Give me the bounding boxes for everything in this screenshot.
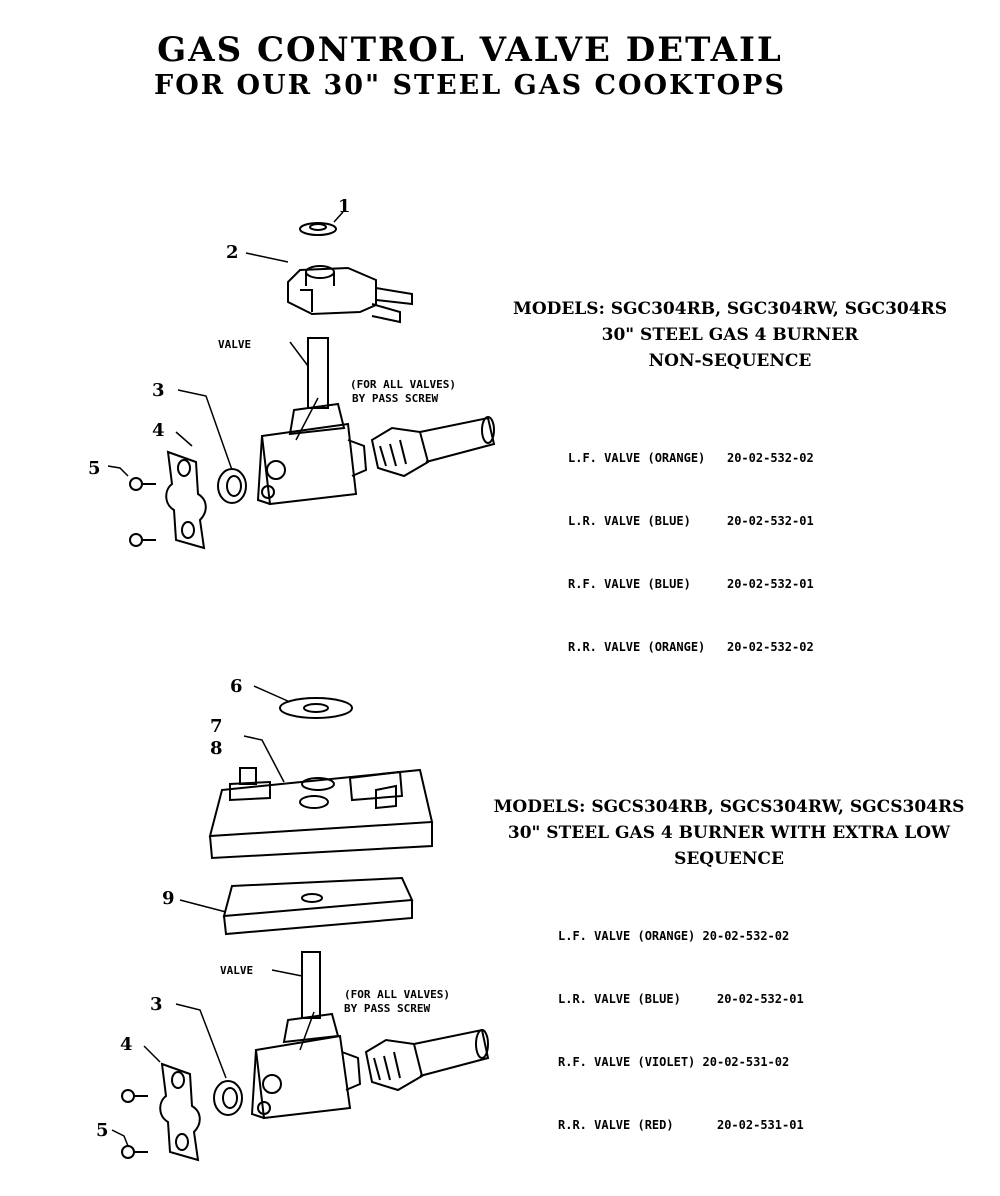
model-desc-2: 30" STEEL GAS 4 BURNER WITH EXTRA LOW bbox=[507, 823, 951, 843]
callout-7: 7 bbox=[210, 716, 223, 737]
valve-row: R.F. VALVE (VIOLET) 20-02-531-02 bbox=[558, 1055, 790, 1069]
valve-row: L.F. VALVE (ORANGE) 20-02-532-02 bbox=[568, 451, 814, 465]
valve-body-1 bbox=[256, 337, 496, 506]
bypass-label-1b: BY PASS SCREW bbox=[352, 392, 439, 405]
model-list-1: MODELS: SGC304RB, SGC304RW, SGC304RS bbox=[513, 299, 947, 319]
page-subtitle: FOR OUR 30" STEEL GAS COOKTOPS bbox=[154, 70, 786, 101]
part-2-switch bbox=[287, 265, 413, 324]
valve-row: L.F. VALVE (ORANGE) 20-02-532-02 bbox=[558, 929, 790, 943]
model-block-1: MODELS: SGC304RB, SGC304RW, SGC304RS 30"… bbox=[500, 296, 960, 374]
callout-3b: 3 bbox=[150, 994, 163, 1015]
part-6-washer bbox=[279, 697, 353, 719]
callout-3: 3 bbox=[152, 380, 165, 401]
valve-row: L.R. VALVE (BLUE) 20-02-532-01 bbox=[558, 992, 804, 1006]
callout-5b: 5 bbox=[96, 1120, 109, 1141]
part-1-clip bbox=[299, 222, 337, 236]
model-block-2: MODELS: SGCS304RB, SGCS304RW, SGCS304RS … bbox=[484, 794, 974, 872]
callout-2: 2 bbox=[226, 242, 239, 263]
part-9-plate bbox=[222, 876, 414, 936]
model-desc-1: 30" STEEL GAS 4 BURNER bbox=[601, 325, 859, 345]
page-title: GAS CONTROL VALVE DETAIL bbox=[157, 30, 783, 70]
valve-body-2 bbox=[250, 951, 490, 1120]
callout-8: 8 bbox=[210, 738, 223, 759]
valve-table-2: L.F. VALVE (ORANGE) 20-02-532-02 L.R. VA… bbox=[558, 884, 804, 1157]
part-4-bracket-2 bbox=[159, 1062, 201, 1162]
valve-row: R.R. VALVE (RED) 20-02-531-01 bbox=[558, 1118, 804, 1132]
part-3-ring-1 bbox=[217, 468, 247, 504]
callout-4: 4 bbox=[152, 420, 165, 441]
part-3-ring-2 bbox=[213, 1080, 243, 1116]
callout-6: 6 bbox=[230, 676, 243, 697]
callout-4b: 4 bbox=[120, 1034, 133, 1055]
callout-9: 9 bbox=[162, 888, 175, 909]
bypass-label-2b: BY PASS SCREW bbox=[344, 1002, 431, 1015]
valve-row: R.F. VALVE (BLUE) 20-02-532-01 bbox=[568, 577, 814, 591]
valve-row: R.R. VALVE (ORANGE) 20-02-532-02 bbox=[568, 640, 814, 654]
valve-table-1: L.F. VALVE (ORANGE) 20-02-532-02 L.R. VA… bbox=[568, 406, 814, 679]
bypass-label-2a: (FOR ALL VALVES) bbox=[344, 988, 450, 1001]
callout-1: 1 bbox=[338, 196, 351, 217]
part-5-screws-2 bbox=[121, 1089, 148, 1159]
valve-row: L.R. VALVE (BLUE) 20-02-532-01 bbox=[568, 514, 814, 528]
callout-5: 5 bbox=[88, 458, 101, 479]
model-list-2: MODELS: SGCS304RB, SGCS304RW, SGCS304RS bbox=[493, 797, 965, 817]
part-4-bracket-1 bbox=[165, 450, 207, 550]
part-7-8-switch-box bbox=[208, 767, 434, 860]
valve-label-2: VALVE bbox=[220, 964, 254, 977]
part-5-screws-1 bbox=[129, 477, 156, 547]
valve-label-1: VALVE bbox=[218, 338, 252, 351]
model-type-1: NON-SEQUENCE bbox=[648, 351, 812, 371]
model-type-2: SEQUENCE bbox=[674, 849, 784, 869]
bypass-label-1a: (FOR ALL VALVES) bbox=[350, 378, 456, 391]
